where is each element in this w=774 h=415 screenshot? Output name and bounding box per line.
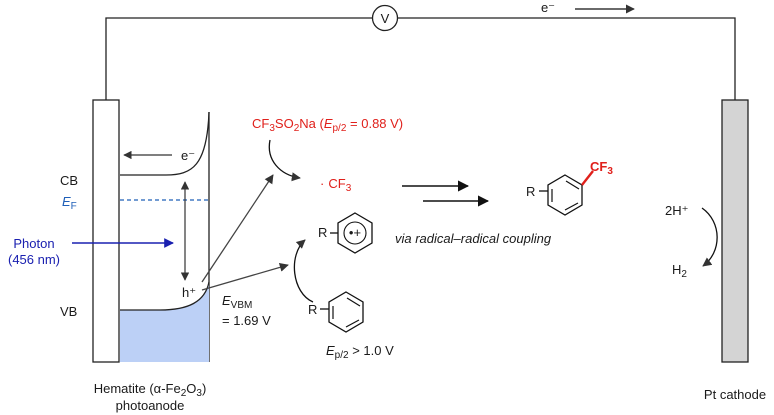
anode-electrode — [92, 99, 120, 363]
substrate: R Ep/2 > 1.0 V — [293, 239, 394, 361]
cation-ring-circle-icon — [343, 221, 367, 245]
cation-ring-icon — [337, 212, 373, 254]
hole-transfer-arrows — [201, 174, 289, 291]
fermi-label: EF — [62, 194, 77, 212]
evbm-label: EVBM — [222, 293, 252, 311]
anode-name-line2: photoanode — [116, 398, 185, 413]
substrate-r-label: R — [308, 302, 317, 317]
reagent-label: CF3SO2Na (Ep/2 = 0.88 V) — [252, 116, 403, 134]
reagent: CF3SO2Na (Ep/2 = 0.88 V) ·CF3 — [252, 116, 403, 194]
vb-label: VB — [60, 304, 77, 319]
substrate-potential: Ep/2 > 1.0 V — [326, 343, 394, 361]
conduction-band-edge — [120, 111, 210, 176]
hole-label: h⁺ — [182, 285, 196, 300]
product: R CF3 — [526, 159, 613, 216]
cation-charge-label: •+ — [349, 225, 361, 240]
cathode-electrode — [721, 99, 749, 363]
valence-band-fill — [120, 282, 209, 362]
product-ring-icon — [547, 174, 583, 216]
hydrogen-evolution-arrow — [701, 207, 718, 267]
photon-label-line1: Photon — [13, 236, 54, 251]
reagent-oxidation-arrow — [268, 139, 301, 182]
coupling: via radical–radical coupling — [395, 180, 552, 246]
product-cf3-bond — [581, 170, 594, 186]
evbm-value: = 1.69 V — [222, 313, 271, 328]
cathode-reactant: 2H⁺ — [665, 203, 688, 218]
cation-r-label: R — [318, 225, 327, 240]
electron-flow-label: e⁻ — [541, 0, 555, 15]
photon-label-line2: (456 nm) — [8, 252, 60, 267]
anode-name-line1: Hematite (α-Fe2O3) — [94, 381, 207, 399]
cb-label: CB — [60, 173, 78, 188]
substrate-oxidation-arrow — [293, 239, 314, 303]
cathode-product: H2 — [672, 262, 687, 280]
product-cf3-label: CF3 — [590, 159, 613, 177]
cf3-radical-label: ·CF3 — [320, 176, 352, 194]
cathode: 2H⁺ H2 Pt cathode — [665, 99, 766, 402]
coupling-text: via radical–radical coupling — [395, 231, 552, 246]
voltmeter-icon — [371, 4, 399, 32]
photoanode: e⁻ Photon (456 nm) CB EF VB h⁺ EVBM = 1.… — [8, 99, 271, 413]
electron-label: e⁻ — [181, 148, 195, 163]
product-r-label: R — [526, 184, 535, 199]
external-circuit: V e⁻ — [105, 0, 736, 100]
hole-to-reagent-arrow — [201, 174, 274, 283]
hole-to-substrate-arrow — [201, 262, 289, 291]
substrate-ring-icon — [328, 291, 364, 333]
voltmeter-label: V — [381, 11, 390, 26]
cathode-name: Pt cathode — [704, 387, 766, 402]
radical-cation: •+ R — [318, 212, 373, 254]
